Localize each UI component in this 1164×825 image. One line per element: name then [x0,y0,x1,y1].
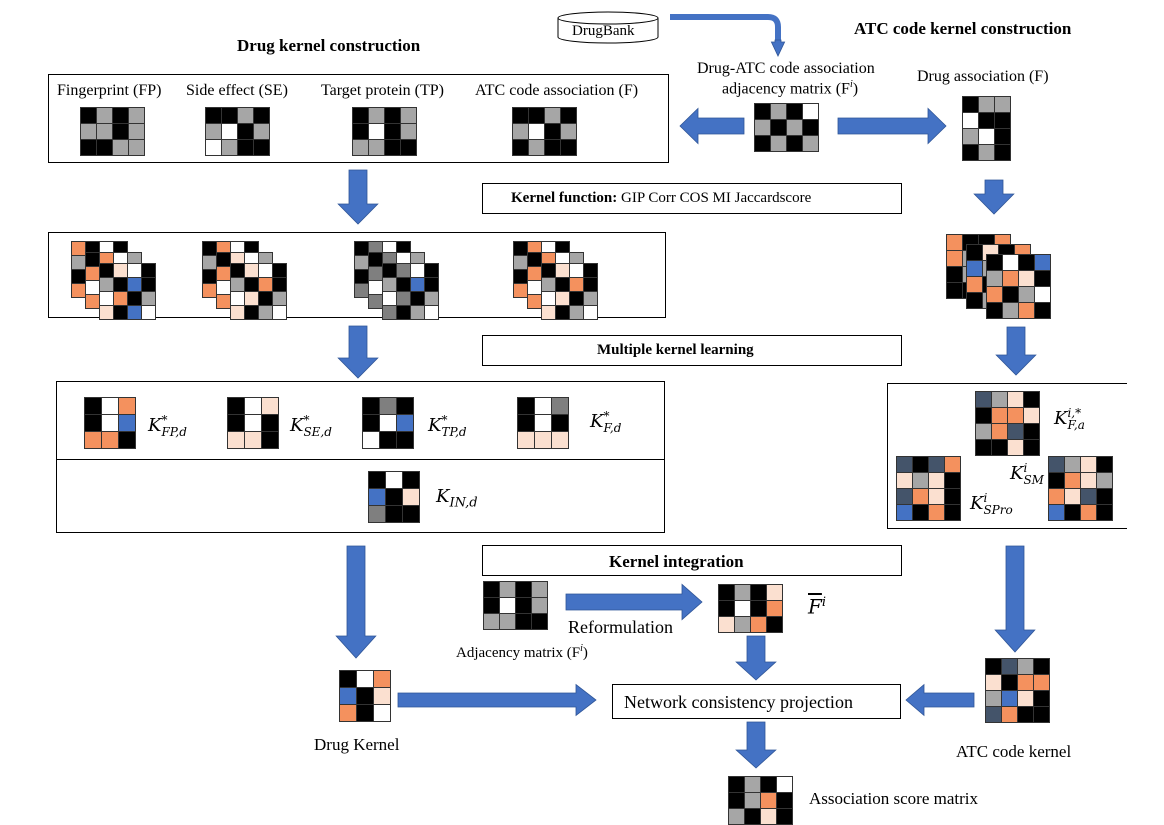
feature-label-atc: ATC code association (F) [475,82,639,99]
kernel-label-se: K*SE,d [290,413,332,439]
kernel-box-divider [56,459,665,460]
fp-similarity-stack-layer-3 [99,263,156,320]
kernel-integration-label: Kernel integration [609,552,744,571]
se-similarity-stack-layer-3 [230,263,287,320]
kernel-matrix-in [368,471,420,523]
drugbank-database: DrugBank [556,10,660,44]
reformulation-label: Reformulation [568,617,673,637]
kernel-label-in: KIN,d [436,486,478,511]
adjacency-top-line1: Drug-ATC code association [697,60,875,77]
adjacency-bottom-matrix [483,581,548,630]
atc-association-matrix [512,107,577,156]
adjacency-top-matrix [754,103,819,152]
drug-kernel-label: Drug Kernel [314,735,400,754]
kernels-to-drug-kernel-arrow [335,545,377,659]
mkl-box [482,335,902,366]
kernel-label-f: K*F,d [590,409,622,435]
fbar-to-ncp-arrow [735,635,777,681]
kernel-matrix-fp [84,397,136,449]
atc-kernels-to-atc-kernel-arrow [994,545,1036,653]
atc-stack-to-atc-kernels-arrow [995,326,1037,376]
kernel-integration-box [482,545,902,576]
adjacency-top-line2: adjacency matrix (Fi) [722,79,859,98]
feature-label-tp: Target protein (TP) [321,82,444,99]
fbar-matrix [718,584,783,633]
kernel-matrix-se [227,397,279,449]
similarity-to-kernels-arrow [337,325,379,379]
ncp-label: Network consistency projection [624,692,853,712]
drugbank-flow-arrowhead [770,39,786,57]
feature-label-fp: Fingerprint (FP) [57,82,162,99]
atc-similarity-layer-3 [986,254,1051,319]
drugbank-flow-arrow [670,14,781,44]
atc-kernel-to-ncp-arrow [905,683,975,717]
reformulation-arrow [565,583,703,621]
ncp-to-score-matrix-arrow [735,721,777,769]
adjacency-to-drug-association-arrow [837,107,947,145]
ellipsis-4: ... [575,243,585,258]
kernel-matrix-tp [362,397,414,449]
kernel-matrix-f [517,397,569,449]
atc-code-kernel-matrix [985,658,1050,723]
association-score-matrix [728,776,793,825]
drug-kernel-title: Drug kernel construction [237,36,421,55]
ncp-box [612,684,901,719]
drug-kernel-matrix [339,670,391,722]
kernel-label-tp: K*TP,d [428,413,467,439]
drugbank-label: DrugBank [572,23,635,39]
atc-kernel-label: ATC code kernel [956,742,1072,761]
mkl-label: Multiple kernel learning [597,342,754,358]
atc-kernel-title: ATC code kernel construction [854,19,1072,38]
database-icon [557,11,659,44]
adjacency-to-features-arrow [679,107,745,145]
fingerprint-matrix [80,107,145,156]
f-similarity-stack-layer-3 [541,263,598,320]
tp-similarity-stack-layer-3 [382,263,439,320]
ellipsis-1: ... [130,243,140,258]
kernel-function-label: Kernel function: GIP Corr COS MI Jaccard… [511,190,812,206]
kernel-label-fp: K*FP,d [148,413,187,439]
features-to-similarity-arrow [337,169,379,225]
score-matrix-label: Association score matrix [809,789,979,808]
atc-kernel-matrix-spro [896,456,961,521]
feature-label-se: Side effect (SE) [186,82,288,99]
ellipsis-2: ... [262,243,272,258]
side-effect-matrix [205,107,270,156]
kernel-function-box [482,183,902,214]
atc-kernel-matrix-fa [975,391,1040,456]
drug-kernel-to-ncp-arrow [397,683,597,717]
drug-association-matrix [962,96,1011,161]
target-protein-matrix [352,107,417,156]
atc-kernel-matrix-sm [1048,456,1113,521]
ellipsis-3: ... [416,243,426,258]
drug-association-to-atc-stack-arrow [973,179,1015,215]
drug-association-label: Drug association (F) [917,68,1049,85]
adjacency-bottom-label: Adjacency matrix (Fi) [456,643,588,661]
kernel-label-fbar: Fi [808,594,827,619]
